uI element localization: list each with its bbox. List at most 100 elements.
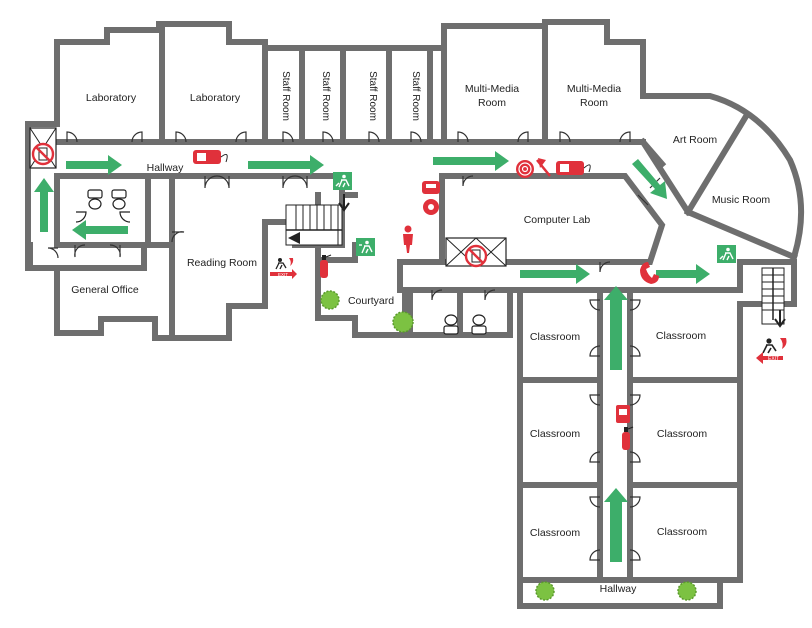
emergency-phone-icon	[640, 262, 659, 284]
room-label-hallway: Hallway	[600, 583, 638, 595]
room-label-art-room: Art Room	[673, 134, 718, 146]
wall-outer-west	[54, 19, 646, 99]
evacuation-arrow-right	[656, 264, 710, 284]
toilet-icon	[471, 314, 487, 335]
room-label-classroom: Classroom	[530, 527, 580, 539]
room-label-computer-lab: Computer Lab	[524, 214, 591, 226]
door	[282, 175, 308, 189]
emergency-exit-sign-icon	[717, 245, 736, 263]
room-label-classroom: Classroom	[657, 428, 707, 440]
door	[368, 131, 380, 143]
stairs-icon	[761, 267, 786, 328]
tree-icon	[392, 311, 414, 333]
door	[589, 299, 641, 311]
room-label-classroom: Classroom	[530, 331, 580, 343]
exit-sign-text: EXIT	[278, 272, 288, 277]
no-elevator-sign-icon	[464, 244, 488, 268]
door	[619, 131, 631, 143]
room-label-multimedia-line2: Room	[478, 97, 506, 109]
door	[589, 451, 641, 463]
door	[47, 247, 59, 259]
room-label-laboratory: Laboratory	[86, 92, 137, 104]
room-label-staff-room: Staff Room	[280, 71, 291, 121]
doors	[47, 131, 661, 561]
room-label-multimedia-line1: Multi-Media	[567, 83, 621, 95]
toilets-center	[443, 314, 487, 335]
emergency-exit-sign-icon	[333, 172, 352, 190]
evacuation-arrow-diagonal	[632, 159, 667, 199]
door	[235, 131, 247, 143]
evacuation-arrows	[34, 151, 710, 562]
door	[282, 131, 294, 143]
room-label-multimedia-line1: Multi-Media	[465, 83, 519, 95]
wall-classroom-grid	[517, 287, 743, 583]
room-label-classroom: Classroom	[656, 330, 706, 342]
emergency-phone-icon	[422, 181, 440, 194]
door	[410, 131, 422, 143]
room-label-staff-room: Staff Room	[367, 71, 378, 121]
room-label-general-office: General Office	[71, 284, 139, 296]
emergency-exit-sign-icon	[356, 238, 375, 256]
door	[599, 261, 611, 273]
evacuation-arrow-right	[66, 155, 122, 175]
room-label-classroom: Classroom	[530, 428, 580, 440]
wall-toilet-left	[54, 173, 175, 248]
wall-art-music-outer	[640, 93, 805, 261]
wall-courtyard	[315, 192, 408, 338]
fire-extinguisher-icon	[622, 426, 634, 450]
door	[175, 131, 187, 143]
door	[131, 131, 143, 143]
room-label-courtyard: Courtyard	[348, 295, 394, 307]
door	[109, 244, 121, 258]
door	[204, 175, 230, 189]
door	[559, 131, 571, 143]
evacuation-arrow-up	[604, 488, 628, 562]
wall-reading-room	[169, 173, 345, 341]
wall-west-side	[25, 39, 175, 341]
door	[66, 131, 78, 143]
door	[589, 496, 641, 508]
evacuation-arrow-right	[248, 155, 324, 175]
wall-general-office-top	[27, 242, 147, 271]
room-label-laboratory: Laboratory	[190, 92, 241, 104]
room-label-music-room: Music Room	[712, 194, 771, 206]
door	[462, 175, 474, 187]
wall-east-corridor	[507, 259, 797, 583]
door	[431, 289, 443, 301]
room-label-multimedia-line2: Room	[580, 97, 608, 109]
walls	[25, 19, 805, 609]
door	[322, 131, 334, 143]
door	[457, 131, 469, 143]
door	[589, 345, 641, 357]
wall-staff-dividers	[262, 45, 447, 145]
door	[74, 244, 86, 258]
tree-icon	[535, 581, 555, 601]
evacuation-arrow-up	[34, 178, 54, 232]
fire-hose-reel-icon	[556, 161, 591, 175]
fire-bell-icon	[423, 199, 439, 215]
classroom-doors	[589, 299, 641, 561]
fire-hose-reel-icon	[193, 150, 228, 164]
fire-extinguisher-icon	[320, 254, 332, 278]
exit-sign-text: EXIT	[768, 356, 779, 362]
door	[484, 289, 496, 301]
stairs-icon	[285, 194, 350, 246]
fire-exit-sign-icon: EXIT	[756, 338, 787, 364]
toilet-icon	[111, 189, 127, 210]
door	[589, 549, 641, 561]
wall-bottom-hallway	[517, 577, 723, 609]
wall-toilet-center	[407, 287, 513, 338]
tree-icon	[320, 290, 340, 310]
door	[171, 231, 185, 243]
room-label-reading-room: Reading Room	[187, 257, 257, 269]
evacuation-arrow-right	[433, 151, 509, 171]
fire-exit-sign-icon: EXIT	[270, 258, 297, 279]
door	[75, 211, 131, 223]
tree-icon	[677, 581, 697, 601]
fire-hose-reel-icon	[516, 160, 534, 178]
toilet-icon	[443, 314, 459, 335]
room-label-staff-room: Staff Room	[320, 71, 331, 121]
toilets-left	[75, 189, 131, 223]
